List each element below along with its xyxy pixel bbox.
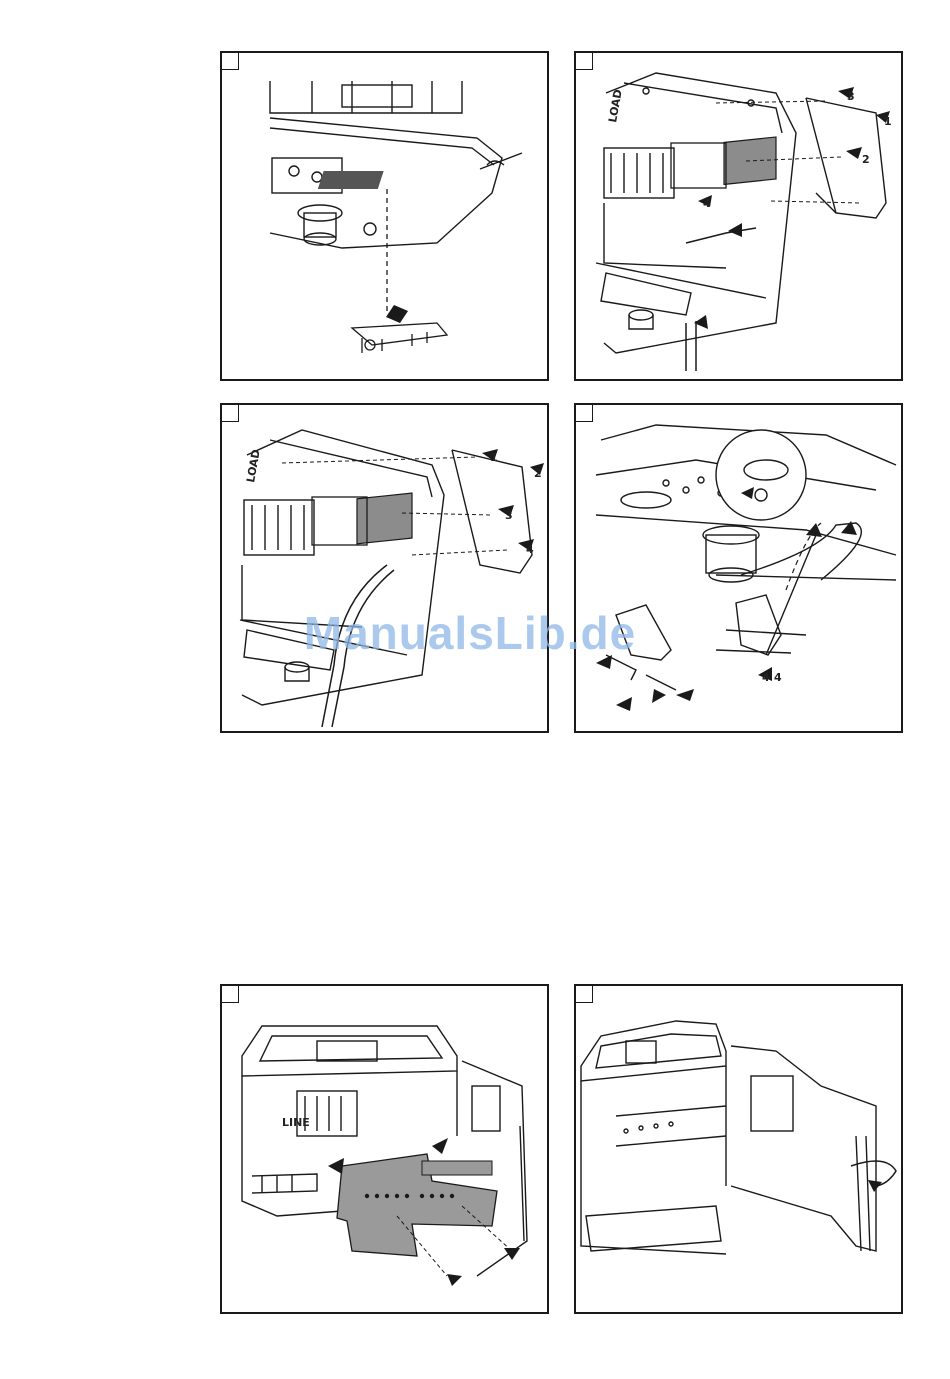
watermark-text: ManualsLib.de: [290, 606, 650, 660]
step-panel-4: 4 4: [574, 403, 903, 733]
illustration-gland-bracket-assembly: 4 4: [576, 405, 901, 731]
callout-4-label: 4: [703, 197, 711, 210]
illustration-close-front-cover: [576, 986, 901, 1312]
step-panel-5: LINE: [220, 984, 549, 1314]
callout-1-label: 1: [490, 451, 498, 464]
illustration-install-pcb-cover: LOAD 1 2 3 4: [222, 405, 547, 731]
illustration-shield-plate-install: LINE: [222, 986, 547, 1312]
step-panel-3: LOAD 1 2 3 4: [220, 403, 549, 733]
step-panel-2: LOAD 3 1 2 4: [574, 51, 903, 381]
line-label: LINE: [282, 1116, 310, 1129]
callout-2-label: 2: [534, 467, 542, 480]
illustration-gland-removal: [222, 53, 547, 379]
callout-4b-label: 4: [762, 671, 770, 684]
load-label: LOAD: [244, 448, 263, 483]
callout-4a-label: 4: [774, 671, 782, 684]
step-panel-6: [574, 984, 903, 1314]
step-panel-1: [220, 51, 549, 381]
callout-4-label: 4: [526, 543, 534, 556]
load-label: LOAD: [606, 88, 625, 123]
callout-3-label: 3: [847, 90, 855, 103]
callout-3-label: 3: [505, 509, 513, 522]
callout-1-label: 1: [884, 115, 892, 128]
callout-2-label: 2: [862, 153, 870, 166]
illustration-remove-pcb-cover: LOAD 3 1 2 4: [576, 53, 901, 379]
